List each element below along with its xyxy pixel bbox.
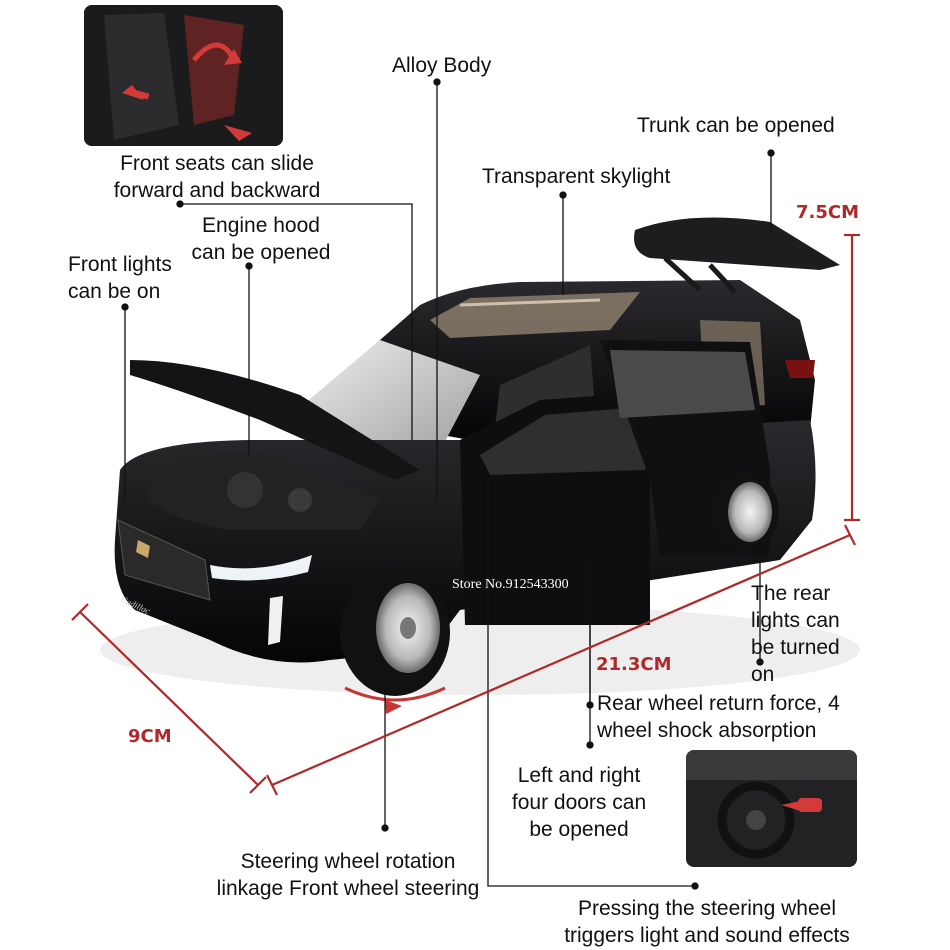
front-wheel bbox=[340, 568, 450, 696]
dimension-height-label: 7.5CM bbox=[796, 202, 860, 223]
label-trunk: Trunk can be opened bbox=[637, 114, 835, 137]
label-front-seats: Front seats can slide forward and backwa… bbox=[97, 150, 337, 204]
label-press-steering: Pressing the steering wheel triggers lig… bbox=[540, 895, 874, 949]
label-line: be turned bbox=[751, 636, 840, 659]
label-line: lights can bbox=[751, 609, 840, 632]
grille bbox=[117, 519, 211, 601]
label-line: four doors can bbox=[511, 791, 647, 814]
label-line: Engine hood bbox=[202, 214, 320, 237]
label-line: Left and right bbox=[517, 764, 641, 787]
engine-hood bbox=[130, 360, 420, 480]
dimension-length-label: 21.3CM bbox=[596, 654, 672, 675]
label-line: can be opened bbox=[191, 241, 331, 264]
dimension-width-label: 9CM bbox=[128, 726, 172, 747]
label-line: Steering wheel rotation bbox=[240, 850, 456, 873]
label-line: Pressing the steering wheel bbox=[578, 897, 836, 920]
label-alloy-body: Alloy Body bbox=[392, 54, 492, 77]
label-rear-lights: The rear lights can be turned on bbox=[751, 580, 840, 688]
steering-wheel-icon bbox=[717, 781, 795, 859]
label-skylight: Transparent skylight bbox=[482, 165, 671, 188]
seats-inset bbox=[84, 5, 283, 146]
label-line: Front lights bbox=[68, 253, 172, 276]
rear-wheel bbox=[711, 472, 779, 552]
label-line: linkage Front wheel steering bbox=[216, 877, 480, 900]
label-rear-wheel: Rear wheel return force, 4 wheel shock a… bbox=[597, 690, 840, 744]
label-line: wheel shock absorption bbox=[597, 719, 817, 742]
rear-light bbox=[785, 360, 815, 378]
engine-bay bbox=[150, 454, 380, 530]
label-front-lights: Front lights can be on bbox=[68, 251, 172, 305]
label-engine-hood: Engine hood can be opened bbox=[180, 212, 342, 266]
rotation-arrow-icon bbox=[344, 686, 446, 702]
label-doors: Left and right four doors can be opened bbox=[496, 762, 662, 843]
dimension-lines bbox=[71, 233, 860, 796]
label-line: on bbox=[751, 663, 775, 686]
label-line: Front seats can slide bbox=[120, 152, 314, 175]
store-watermark: Store No.912543300 bbox=[452, 577, 569, 592]
label-line: Rear wheel return force, 4 bbox=[597, 692, 840, 715]
label-steering: Steering wheel rotation linkage Front wh… bbox=[198, 848, 498, 902]
brand-badge-icon bbox=[136, 540, 150, 558]
label-line: forward and backward bbox=[113, 179, 321, 202]
arrow-forward-icon bbox=[224, 125, 252, 141]
headlight bbox=[210, 555, 312, 581]
label-line: The rear bbox=[751, 582, 831, 605]
label-line: can be on bbox=[68, 280, 161, 303]
label-line: triggers light and sound effects bbox=[564, 924, 850, 947]
windshield bbox=[285, 340, 480, 470]
trunk-lid bbox=[634, 217, 840, 270]
label-line: be opened bbox=[529, 818, 629, 841]
steering-inset bbox=[686, 750, 857, 867]
leader-lines bbox=[121, 78, 775, 890]
